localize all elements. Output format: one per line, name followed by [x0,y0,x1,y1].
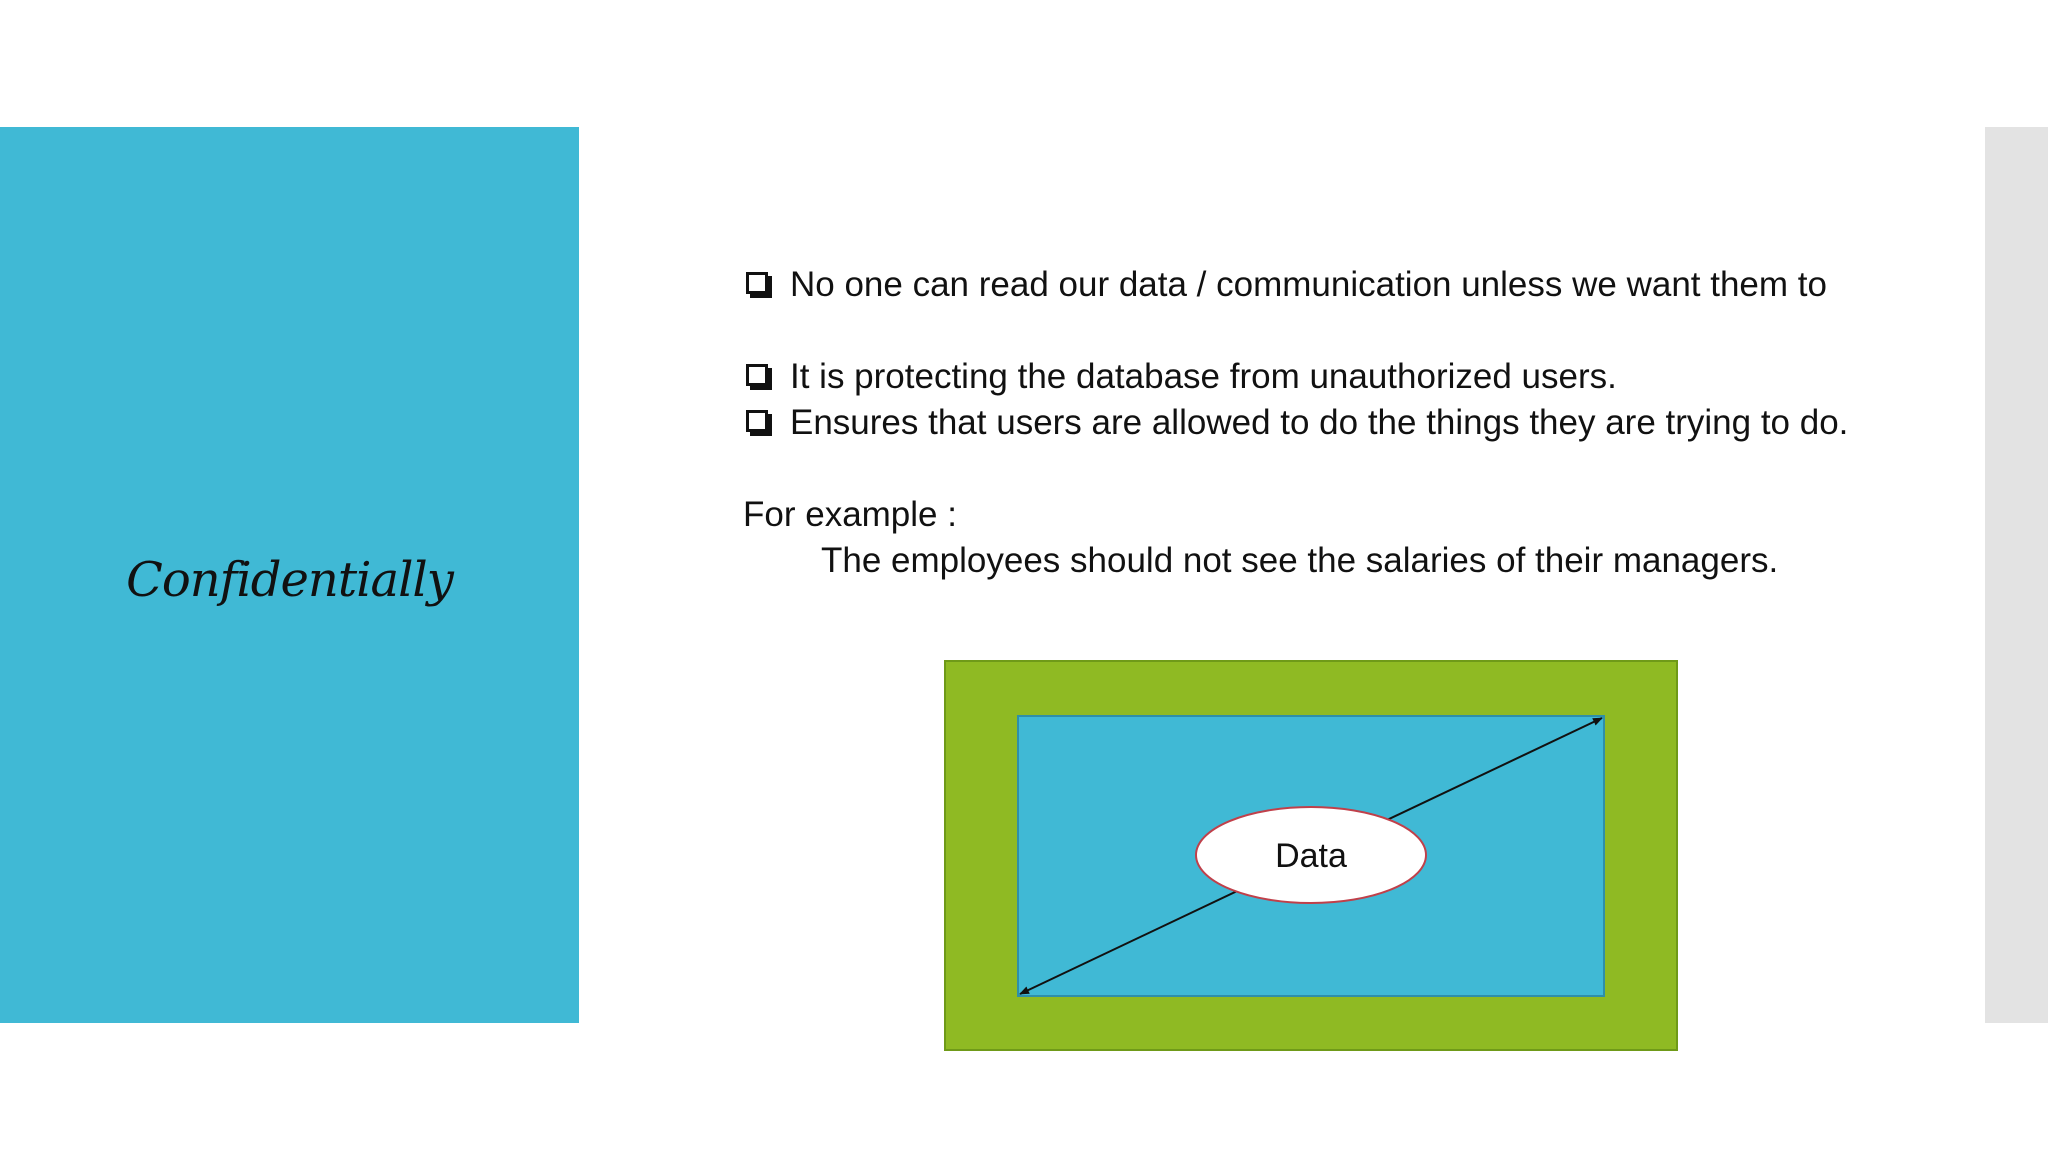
checkbox-bullet-icon [746,272,768,294]
bullet-text: Ensures that users are allowed to do the… [790,403,1849,442]
data-security-diagram: Data [944,660,1678,1051]
spacer [743,446,1973,492]
data-label: Data [1275,837,1347,875]
bullet-text: No one can read our data / communication… [790,265,1827,304]
checkbox-bullet-icon [746,410,768,432]
bullet-item: No one can read our data / communication… [743,262,1973,308]
bullet-text: It is protecting the database from unaut… [790,357,1617,396]
bullet-item: It is protecting the database from unaut… [743,354,1973,400]
bullet-item: Ensures that users are allowed to do the… [743,400,1973,446]
example-label: For example : [743,495,957,534]
spacer [743,308,1973,354]
slide-title: Confidentially [126,552,454,608]
example-text: The employees should not see the salarie… [821,541,1779,580]
content-area: No one can read our data / communication… [743,262,1973,584]
side-strip [1985,127,2048,1023]
title-panel [0,127,579,1023]
checkbox-bullet-icon [746,364,768,386]
data-ellipse [1195,806,1427,904]
